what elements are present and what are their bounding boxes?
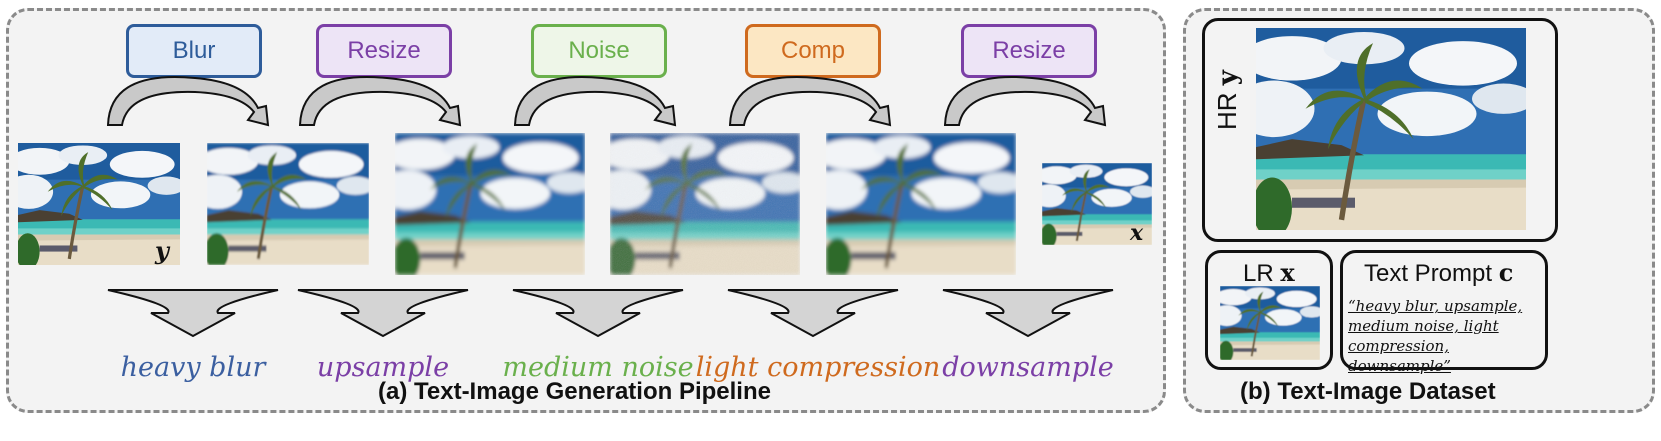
degradation-label-compression: light compression [695, 352, 941, 383]
prompt-box [1340, 250, 1548, 370]
curved-arrow-2 [298, 76, 462, 127]
prompt-text: “heavy blur, upsample, medium noise, lig… [1348, 297, 1523, 375]
curved-arrow-5 [943, 76, 1107, 127]
funnel-arrow-3 [512, 289, 684, 338]
operation-blur: Blur [126, 24, 262, 78]
compressed-image [826, 133, 1016, 275]
operation-compression: Comp [745, 24, 881, 78]
symbol-y: y [155, 236, 169, 265]
prompt-title: Text Prompt c [1364, 258, 1514, 287]
upsampled-image [395, 133, 585, 275]
curved-arrow-1 [106, 76, 270, 127]
hr-label: HR y [1212, 70, 1243, 130]
degradation-label-noise: medium noise [502, 352, 694, 383]
funnel-arrow-1 [107, 289, 279, 338]
funnel-arrow-4 [727, 289, 899, 338]
funnel-arrow-2 [297, 289, 469, 338]
blurred-image [207, 143, 369, 265]
operation-noise: Noise [531, 24, 667, 78]
operation-resize-final: Resize [961, 24, 1097, 78]
degradation-label-downsample: downsample [942, 352, 1114, 383]
funnel-arrows [107, 289, 1114, 338]
flow-arrows [106, 76, 1107, 127]
degradation-label-blur: heavy blur [120, 352, 266, 383]
pipeline-caption: (a) Text-Image Generation Pipeline [378, 378, 771, 405]
symbol-x: x [1130, 220, 1144, 246]
hr-dataset-image [1256, 28, 1526, 230]
degradation-label-upsample: upsample [316, 352, 450, 383]
lr-dataset-image [1220, 286, 1320, 360]
curved-arrow-3 [513, 76, 677, 127]
operation-resize: Resize [316, 24, 452, 78]
noisy-image [610, 133, 800, 275]
curved-arrow-4 [728, 76, 892, 127]
lr-label: LR x [1243, 258, 1295, 287]
dataset-caption: (b) Text-Image Dataset [1240, 378, 1496, 405]
funnel-arrow-5 [942, 289, 1114, 338]
